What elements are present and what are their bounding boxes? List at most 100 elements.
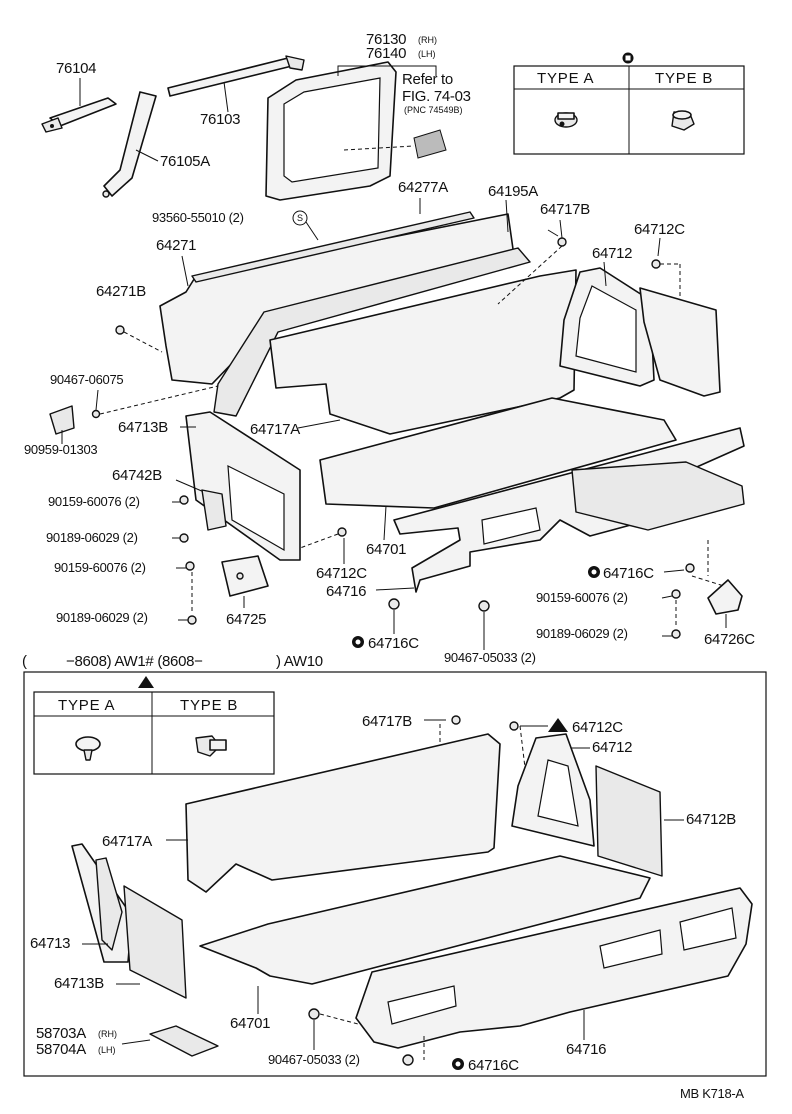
range-close: ) AW10 bbox=[276, 653, 323, 670]
label-64716C-bottom: 64716C bbox=[468, 1057, 519, 1074]
part-64716-sill-panel bbox=[393, 427, 745, 593]
part-64726C-bracket bbox=[707, 579, 743, 615]
label-64271B: 64271B bbox=[96, 283, 146, 300]
label-90189-b: 90189-06029 (2) bbox=[56, 610, 148, 625]
label-93560: 93560-55010 (2) bbox=[152, 210, 244, 225]
label-64717A-top: 64717A bbox=[250, 421, 300, 438]
part-64271-panel bbox=[159, 211, 531, 417]
marker-64716C-bottom bbox=[452, 1058, 464, 1070]
label-76103: 76103 bbox=[200, 111, 240, 128]
label-90467-05033-bottom: 90467-05033 (2) bbox=[268, 1052, 360, 1067]
clip-type-b-icon bbox=[671, 110, 695, 131]
clip-64717B bbox=[547, 229, 567, 247]
label-76130: 76130 bbox=[366, 31, 406, 48]
label-58704A-side: (LH) bbox=[98, 1045, 116, 1055]
part-76104-bracket bbox=[41, 97, 117, 133]
label-64195A: 64195A bbox=[488, 183, 538, 200]
label-64716C-b: 64716C bbox=[603, 565, 654, 582]
range-text: −8608) AW1# (8608− bbox=[66, 653, 203, 670]
bottom-frame bbox=[23, 671, 767, 1077]
label-64712C-bottom: 64712C bbox=[572, 719, 623, 736]
label-64712-bottom: 64712 bbox=[592, 739, 632, 756]
label-64701-top: 64701 bbox=[366, 541, 406, 558]
label-90467-06075: 90467-06075 bbox=[50, 372, 123, 387]
part-64713B-side-trim bbox=[185, 411, 301, 561]
label-64742B: 64742B bbox=[112, 467, 162, 484]
range-open-paren: ( bbox=[22, 653, 27, 670]
label-64717B-bottom: 64717B bbox=[362, 713, 412, 730]
label-64726C: 64726C bbox=[704, 631, 755, 648]
clip-type-a-icon bbox=[554, 112, 578, 128]
part-64716-bottom-sill-panel bbox=[355, 887, 753, 1049]
marker-64716C-a bbox=[352, 636, 364, 648]
fastener-64716C-a bbox=[388, 598, 400, 610]
part-64742B-bracket bbox=[201, 489, 227, 531]
figure-code: MB K718-A bbox=[680, 1086, 744, 1101]
label-64712C-mid: 64712C bbox=[316, 565, 367, 582]
label-90189-c: 90189-06029 (2) bbox=[536, 626, 628, 641]
marker-s: S bbox=[297, 213, 303, 223]
bottom-type-b-header: TYPE B bbox=[180, 697, 238, 714]
label-76105A: 76105A bbox=[160, 153, 210, 170]
label-64716C-a: 64716C bbox=[368, 635, 419, 652]
label-64713B-bottom: 64713B bbox=[54, 975, 104, 992]
label-64716-top: 64716 bbox=[326, 583, 366, 600]
part-58703A-pad bbox=[149, 1025, 219, 1057]
bottom-type-a-header: TYPE A bbox=[58, 697, 115, 714]
label-76104: 76104 bbox=[56, 60, 96, 77]
label-90959-01303: 90959-01303 bbox=[24, 442, 97, 457]
part-64712-bottom-side-trim bbox=[511, 733, 595, 847]
refer-pad-shape bbox=[413, 129, 447, 159]
type-circle-square-marker-inner bbox=[625, 55, 631, 61]
label-64712-top: 64712 bbox=[592, 245, 632, 262]
label-64717B-top: 64717B bbox=[540, 201, 590, 218]
type-triangle-marker bbox=[138, 676, 154, 688]
type-b-header: TYPE B bbox=[655, 70, 713, 87]
part-76105A-arm bbox=[102, 91, 157, 198]
fastener-90467-05033 bbox=[478, 600, 490, 612]
bottom-clip-type-a-icon bbox=[75, 736, 101, 761]
part-64701-floor-mat bbox=[319, 397, 677, 509]
marker-64716C-b bbox=[588, 566, 600, 578]
part-64701-bottom-floor-mat bbox=[199, 855, 651, 985]
label-64271: 64271 bbox=[156, 237, 196, 254]
label-76130-side: (RH) bbox=[418, 35, 437, 45]
label-64712C-top: 64712C bbox=[634, 221, 685, 238]
part-64712-side-trim bbox=[559, 267, 655, 387]
refer-note-line2: FIG. 74-03 bbox=[402, 88, 471, 105]
part-76130-trunk-trim bbox=[265, 61, 397, 201]
refer-note-line3: (PNC 74549B) bbox=[404, 105, 463, 115]
part-90467-bracket bbox=[49, 405, 101, 435]
label-64701-bottom: 64701 bbox=[230, 1015, 270, 1032]
label-64716-bottom: 64716 bbox=[566, 1041, 606, 1058]
bottom-clip-type-b-icon bbox=[195, 735, 227, 757]
type-a-header: TYPE A bbox=[537, 70, 594, 87]
part-64712B-pad bbox=[595, 765, 663, 877]
label-76140: 76140 bbox=[366, 45, 406, 62]
label-64725: 64725 bbox=[226, 611, 266, 628]
label-64717A-bottom: 64717A bbox=[102, 833, 152, 850]
label-58703A: 58703A bbox=[36, 1025, 86, 1042]
range-header: ( −8608) AW1# (8608− ) AW10 bbox=[22, 653, 323, 670]
part-64717A-bottom-mat bbox=[185, 733, 501, 893]
label-76140-side: (LH) bbox=[418, 49, 436, 59]
part-64717A-mat bbox=[269, 269, 577, 435]
top-type-table: TYPE A TYPE B bbox=[513, 52, 745, 155]
label-64277A: 64277A bbox=[398, 179, 448, 196]
label-58703A-side: (RH) bbox=[98, 1029, 117, 1039]
label-90189-a: 90189-06029 (2) bbox=[46, 530, 138, 545]
part-64725-bracket bbox=[221, 555, 269, 597]
label-64713B-top: 64713B bbox=[118, 419, 168, 436]
label-58704A: 58704A bbox=[36, 1041, 86, 1058]
part-64713B-pad bbox=[123, 885, 187, 999]
bottom-type-table: TYPE A TYPE B bbox=[33, 676, 275, 775]
label-64713: 64713 bbox=[30, 935, 70, 952]
part-76103-rail bbox=[167, 55, 305, 97]
refer-note-line1: Refer to bbox=[402, 71, 453, 88]
label-90159-b: 90159-60076 (2) bbox=[54, 560, 146, 575]
label-90159-c: 90159-60076 (2) bbox=[536, 590, 628, 605]
part-64712-liner bbox=[639, 287, 721, 397]
label-90467-05033-top: 90467-05033 (2) bbox=[444, 650, 536, 665]
label-64712B: 64712B bbox=[686, 811, 736, 828]
